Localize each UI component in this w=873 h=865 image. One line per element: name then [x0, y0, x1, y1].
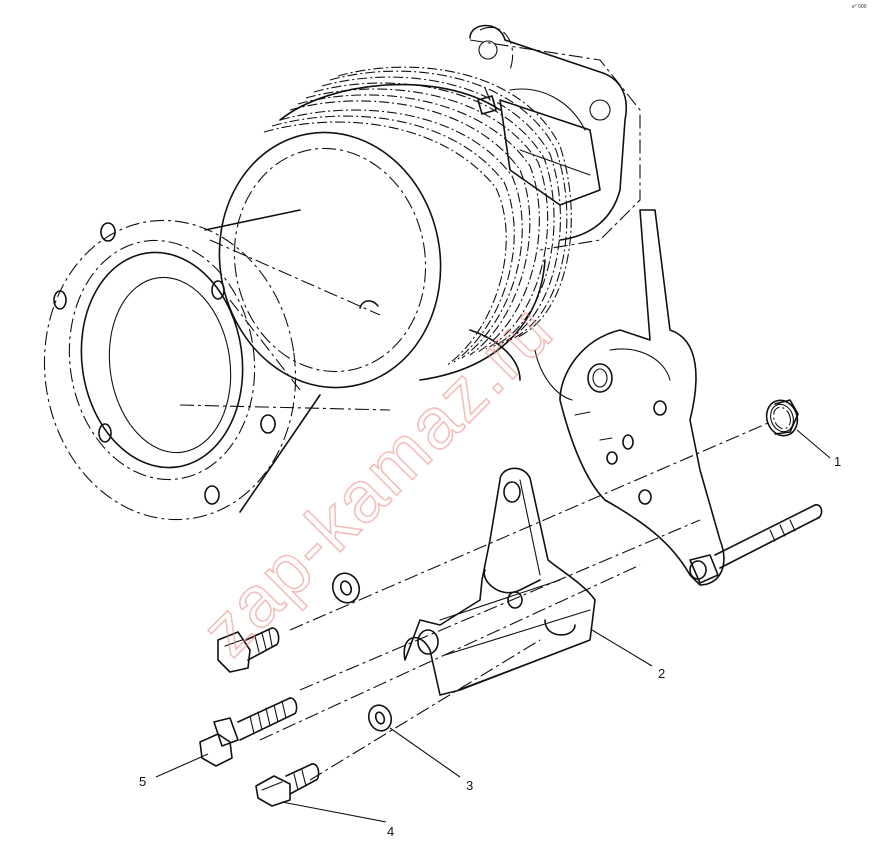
short-bolt-part-4 — [255, 763, 320, 807]
flange-pulley-assembly — [43, 24, 641, 521]
axis-lines — [259, 419, 776, 781]
leader-3 — [389, 727, 461, 778]
washer-part-3 — [367, 704, 393, 732]
callout-4: 4 — [387, 824, 394, 839]
callout-5: 5 — [139, 774, 146, 789]
bolt-upper — [217, 627, 280, 673]
flange-nut-part-1 — [765, 399, 799, 437]
support-arm — [534, 209, 725, 586]
leader-5 — [155, 753, 209, 778]
callout-3: 3 — [466, 778, 473, 793]
leader-1 — [796, 429, 831, 459]
leader-2 — [591, 629, 653, 667]
corner-tag: e° 000 — [852, 4, 867, 10]
callout-2: 2 — [658, 666, 665, 681]
leader-lines — [155, 429, 831, 823]
bracket-part-2 — [403, 467, 596, 696]
long-bolt-part-5 — [199, 697, 298, 767]
washer-upper — [331, 572, 361, 604]
threaded-rod — [689, 504, 823, 584]
pulley-grooves — [263, 66, 572, 367]
callout-labels: 1 2 3 4 5 — [139, 454, 841, 839]
callout-1: 1 — [834, 454, 841, 469]
leader-4 — [281, 801, 387, 823]
